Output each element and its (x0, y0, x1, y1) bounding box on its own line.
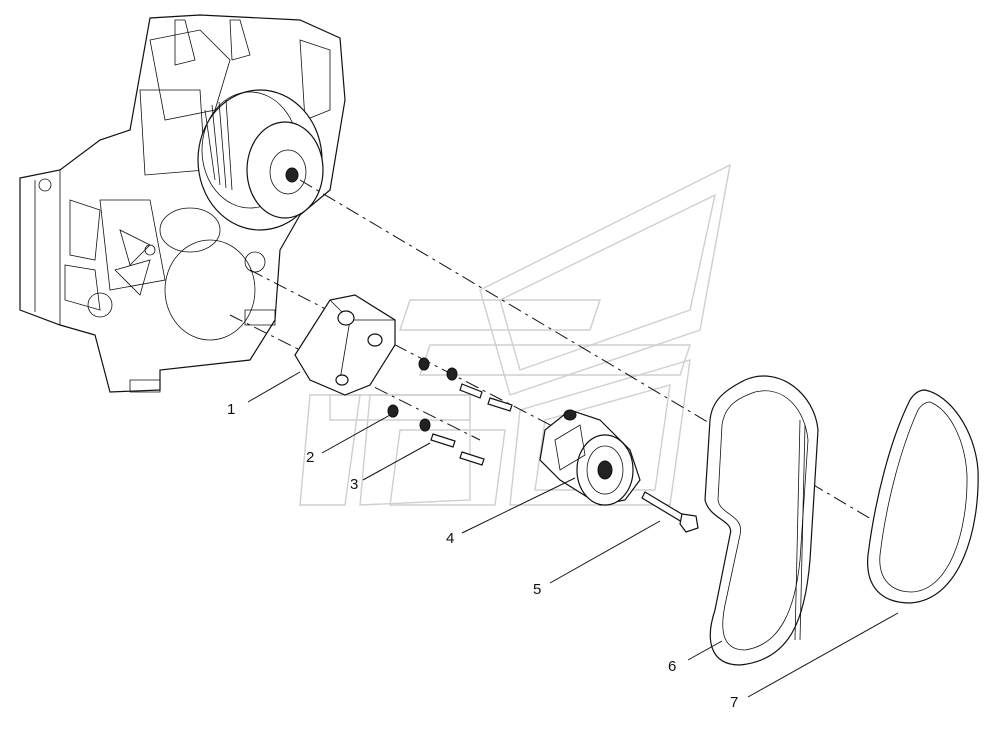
callout-1: 1 (227, 401, 235, 418)
washers (387, 357, 458, 432)
callout-5: 5 (533, 581, 541, 598)
leader-4 (461, 477, 576, 534)
engine-front-cover (19, 14, 346, 393)
leader-lines (247, 371, 899, 698)
bolts (430, 383, 513, 466)
leader-6 (687, 640, 723, 661)
tensioner-bracket (294, 294, 396, 396)
centerline-upper (299, 179, 941, 561)
leader-2 (321, 414, 391, 454)
callout-3: 3 (350, 476, 358, 493)
callout-6: 6 (668, 658, 676, 675)
leader-3 (362, 442, 431, 481)
callout-7: 7 (730, 694, 738, 711)
leader-1 (247, 371, 301, 403)
callout-4: 4 (446, 530, 454, 547)
leader-5 (549, 520, 661, 584)
belt-tensioner (539, 409, 641, 506)
leader-7 (747, 612, 899, 698)
callout-2: 2 (306, 449, 314, 466)
large-poly-v-belt (704, 375, 819, 666)
watermark-logo (299, 163, 731, 506)
small-poly-v-belt (867, 389, 979, 604)
long-bolt (641, 491, 699, 533)
